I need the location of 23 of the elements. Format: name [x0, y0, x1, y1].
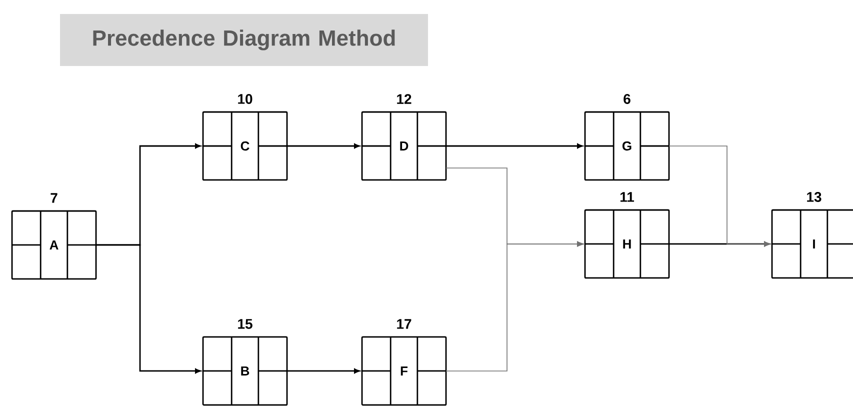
- activity-box: H: [584, 209, 670, 279]
- duration-label: 13: [807, 192, 822, 202]
- arrow: [446, 241, 584, 372]
- activity-box: F: [361, 336, 447, 406]
- activity-box: B: [202, 336, 288, 406]
- duration-label: 10: [238, 94, 252, 104]
- activity-box: G: [584, 111, 670, 181]
- title-band: Precedence Diagram Method: [60, 14, 428, 66]
- arrow: [446, 144, 583, 148]
- duration-label: 6: [624, 94, 630, 104]
- duration-label: 12: [397, 94, 412, 104]
- arrow: [668, 146, 771, 247]
- duration-label: 17: [397, 319, 412, 329]
- duration-label: 11: [620, 192, 634, 202]
- activity-box: D: [361, 111, 447, 181]
- duration-label: 15: [238, 319, 252, 329]
- arrow: [287, 144, 360, 148]
- activity-box: A: [11, 210, 97, 280]
- activity-box: I: [771, 209, 853, 279]
- arrow: [287, 368, 360, 374]
- duration-label: 7: [50, 193, 58, 203]
- arrow: [96, 244, 201, 374]
- activity-box: C: [202, 111, 288, 181]
